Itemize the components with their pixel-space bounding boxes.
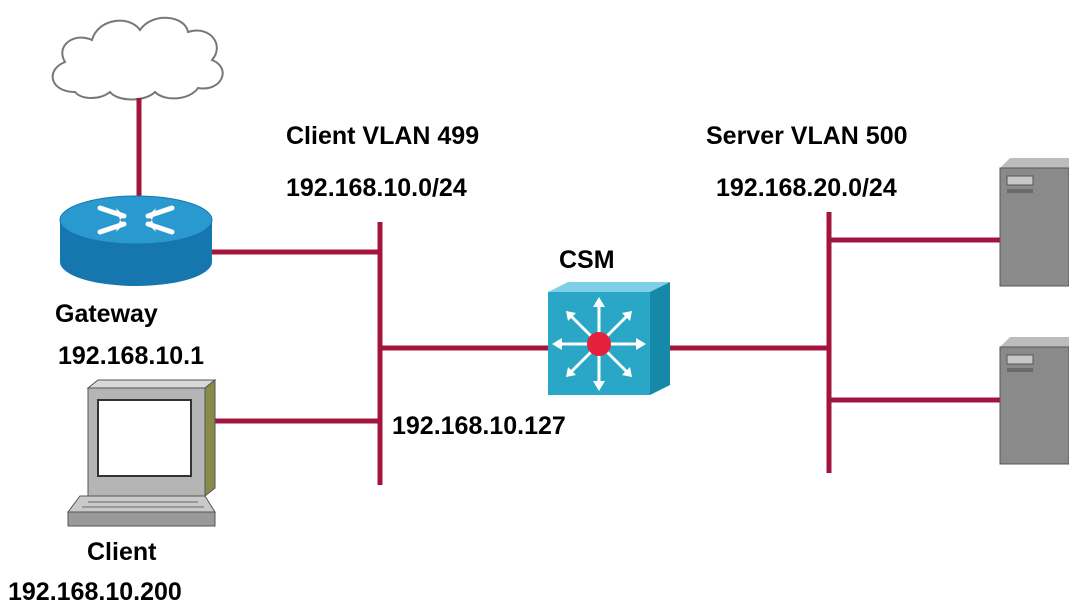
pc-icon [67,378,217,527]
gateway-label: Gateway [55,300,158,328]
server-2-icon [999,337,1069,465]
router-icon [59,195,213,286]
server-1-icon [999,158,1069,287]
csm-address: 192.168.10.127 [392,412,566,440]
client-address: 192.168.10.200 [8,578,182,606]
client-label: Client [87,538,157,566]
csm-label: CSM [559,246,615,274]
server-vlan-name: Server VLAN 500 [706,122,908,150]
internet-cloud-icon [51,16,224,101]
client-vlan-subnet: 192.168.10.0/24 [286,174,467,202]
csm-switch-icon [548,282,670,395]
gateway-address: 192.168.10.1 [58,342,204,370]
client-vlan-name: Client VLAN 499 [286,122,480,150]
server-vlan-subnet: 192.168.20.0/24 [716,174,897,202]
network-links [136,98,1005,485]
